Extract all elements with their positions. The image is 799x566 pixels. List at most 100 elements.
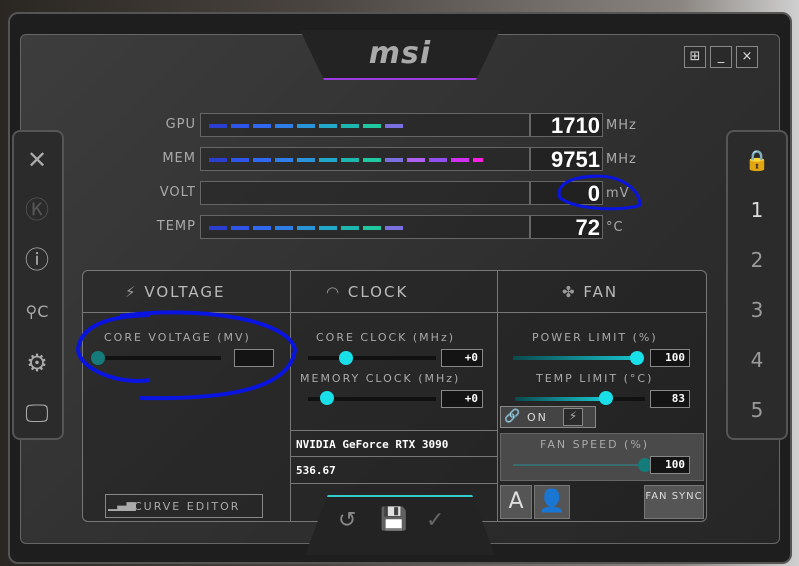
bar-segment: [297, 226, 315, 230]
bar-segment: [385, 158, 403, 162]
apply-button[interactable]: ✓: [426, 508, 445, 533]
link-icon: 🔗: [504, 409, 521, 424]
bar-segment: [253, 226, 271, 230]
power-limit-input[interactable]: 100: [650, 349, 690, 367]
curve-editor-button[interactable]: ▁▃▅ CURVE EDITOR: [105, 494, 263, 518]
bar-segment: [385, 226, 403, 230]
profile-sidebar: [726, 130, 788, 440]
bar-segment: [363, 124, 381, 128]
fan-speed-label: FAN SPEED (%): [540, 438, 650, 451]
fan-speed-slider[interactable]: [513, 464, 643, 466]
curve-editor-label: CURVE EDITOR: [134, 500, 241, 513]
monitor-unit-volt: mV: [606, 186, 630, 201]
power-limit-label: POWER LIMIT (%): [532, 331, 658, 344]
bar-segment: [363, 158, 381, 162]
memory-clock-input[interactable]: +0: [441, 390, 483, 408]
bar-segment: [209, 158, 227, 162]
fan-title: FAN: [583, 283, 619, 301]
core-clock-slider[interactable]: [308, 356, 436, 360]
lightning-icon[interactable]: ⚡: [563, 408, 583, 426]
action-bar: [305, 495, 495, 555]
monitor-label-mem: MEM: [162, 151, 196, 166]
power-limit-slider[interactable]: [513, 356, 643, 360]
settings-icon[interactable]: ⚙: [26, 349, 48, 377]
monitor-unit-gpu: MHz: [606, 118, 637, 133]
memory-clock-knob[interactable]: [320, 391, 335, 405]
lock-icon[interactable]: 🔒: [744, 148, 770, 172]
profile-2[interactable]: 2: [750, 248, 764, 272]
bar-segment: [341, 226, 359, 230]
temp-limit-input[interactable]: 83: [650, 390, 690, 408]
bar-segment: [209, 226, 227, 230]
k-icon[interactable]: Ⓚ: [25, 196, 49, 224]
close-button[interactable]: ×: [736, 46, 758, 68]
memory-clock-label: MEMORY CLOCK (MHz): [300, 372, 461, 385]
speedometer-icon: ◠: [326, 283, 342, 301]
bar-segment: [275, 124, 293, 128]
monitor-bar-volt: [200, 181, 530, 205]
bar-segment: [253, 158, 271, 162]
power-limit-knob[interactable]: [630, 351, 644, 365]
core-voltage-label: CORE VOLTAGE (MV): [104, 331, 251, 344]
oc-scanner-icon[interactable]: ⚲C: [25, 302, 49, 321]
save-button[interactable]: 💾: [380, 507, 408, 532]
gpu-name: NVIDIA GeForce RTX 3090: [296, 438, 449, 451]
annotation-circle-voltage: [75, 310, 298, 401]
core-clock-input[interactable]: +0: [441, 349, 483, 367]
bar-segment: [231, 124, 249, 128]
core-voltage-input[interactable]: [234, 349, 274, 367]
bar-segment: [363, 226, 381, 230]
clock-title: CLOCK: [347, 283, 409, 301]
auto-fan-button[interactable]: A: [500, 485, 532, 519]
fan-sync-button[interactable]: FAN SYNC: [644, 485, 704, 519]
lightning-icon: ⚡: [125, 283, 138, 301]
bar-segment: [231, 158, 249, 162]
fan-header: ✤ FAN: [562, 283, 618, 301]
info-icon[interactable]: ⓘ: [25, 246, 49, 274]
monitor-label-gpu: GPU: [165, 117, 196, 132]
clock-header: ◠ CLOCK: [326, 283, 408, 301]
monitor-bar-gpu: [200, 113, 530, 137]
monitor-bar-temp: [200, 215, 530, 239]
bar-segment: [297, 158, 315, 162]
voltage-title: VOLTAGE: [144, 283, 226, 301]
monitor-label-volt: VOLT: [159, 185, 196, 200]
reset-button[interactable]: ↺: [338, 508, 357, 533]
fan-speed-input[interactable]: 100: [650, 456, 690, 474]
profile-4[interactable]: 4: [750, 348, 764, 372]
left-sidebar: [12, 130, 64, 440]
fan-speed-knob[interactable]: [638, 458, 652, 472]
user-fan-profile-icon[interactable]: 👤: [534, 485, 570, 519]
core-clock-label: CORE CLOCK (MHz): [316, 331, 456, 344]
memory-clock-slider[interactable]: [308, 397, 436, 401]
temp-limit-slider[interactable]: [515, 397, 645, 401]
profile-3[interactable]: 3: [750, 298, 764, 322]
windows-icon[interactable]: ⊞: [684, 46, 706, 68]
minimize-button[interactable]: _: [710, 46, 732, 68]
fan-icon: ✤: [562, 283, 577, 301]
driver-version: 536.67: [296, 464, 336, 477]
bar-segment: [319, 226, 337, 230]
core-clock-knob[interactable]: [339, 351, 354, 365]
bar-segment: [473, 158, 483, 162]
temp-limit-label: TEMP LIMIT (°C): [536, 372, 654, 385]
profile-1[interactable]: 1: [750, 198, 764, 222]
monitor-unit-temp: °C: [606, 220, 624, 235]
monitor-unit-mem: MHz: [606, 152, 637, 167]
bar-segment: [451, 158, 469, 162]
temp-limit-knob[interactable]: [599, 391, 613, 405]
core-voltage-slider[interactable]: [96, 356, 221, 360]
kombustor-icon[interactable]: ✕: [26, 146, 48, 174]
voltage-header: ⚡ VOLTAGE: [125, 283, 226, 301]
bar-segment: [341, 124, 359, 128]
link-toggle[interactable]: 🔗 ON ⚡: [500, 406, 596, 428]
profile-5[interactable]: 5: [750, 398, 764, 422]
monitor-icon[interactable]: 🖵: [25, 399, 49, 427]
monitor-value-temp: 72: [530, 215, 603, 240]
core-voltage-knob[interactable]: [91, 351, 105, 365]
brand-text: msi: [368, 36, 432, 71]
bar-segment: [209, 124, 227, 128]
monitor-value-mem: 9751: [530, 147, 603, 172]
monitor-label-temp: TEMP: [156, 219, 196, 234]
bar-segment: [275, 226, 293, 230]
